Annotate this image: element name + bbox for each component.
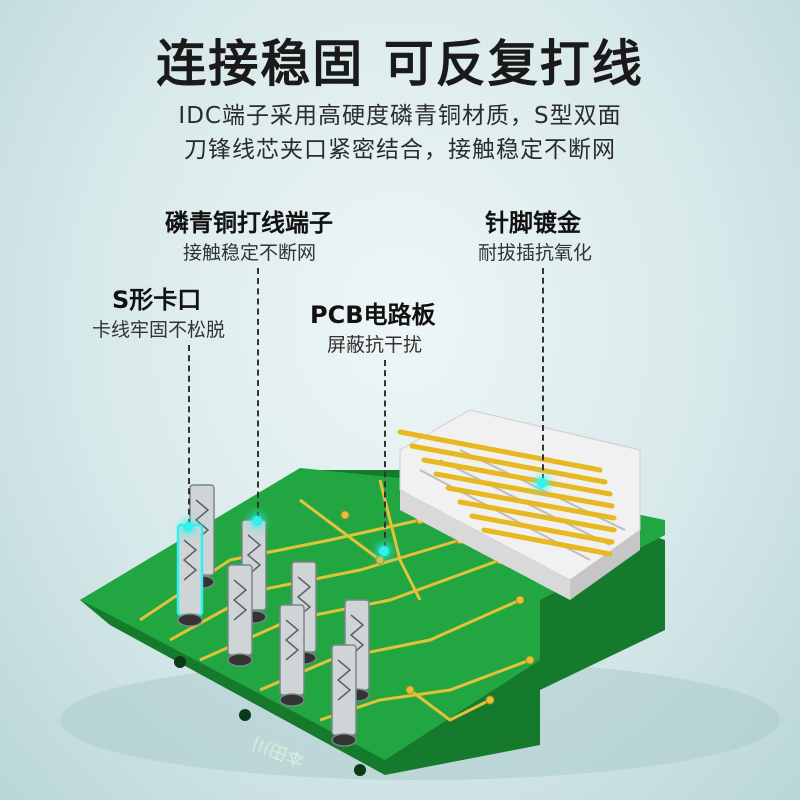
terminal-2 — [176, 523, 204, 627]
leader-s-clip — [188, 345, 190, 525]
pcb-holes — [174, 656, 366, 776]
marker-s-clip — [183, 522, 193, 532]
callout-desc-terminal: 接触稳定不断网 — [183, 242, 317, 264]
callout-title-s-clip: S形卡口 — [112, 286, 202, 314]
subline-1: IDC端子采用高硬度磷青铜材质，S型双面 — [178, 103, 622, 129]
headline: 连接稳固 可反复打线 — [156, 35, 644, 93]
callout-desc-pcb: 屏蔽抗干扰 — [327, 334, 423, 356]
terminal-8 — [331, 644, 357, 747]
callout-title-pcb: PCB电路板 — [310, 301, 436, 329]
callout-title-terminal: 磷青铜打线端子 — [165, 209, 333, 237]
terminal-4 — [227, 564, 253, 667]
callout-desc-s-clip: 卡线牢固不松脱 — [92, 319, 226, 341]
leader-terminal — [257, 268, 259, 518]
leader-gold-pins — [542, 268, 544, 480]
marker-gold-pins — [537, 478, 547, 488]
marker-pcb — [379, 546, 389, 556]
idc-terminals — [176, 484, 370, 747]
terminal-6 — [279, 604, 305, 707]
gold-pins — [397, 429, 617, 557]
callout-desc-gold-pins: 耐拔插抗氧化 — [478, 242, 593, 264]
callout-title-gold-pins: 针脚镀金 — [485, 209, 581, 237]
subline-2: 刀锋线芯夹口紧密结合，接触稳定不断网 — [184, 137, 616, 163]
marker-terminal — [252, 516, 262, 526]
leader-pcb — [384, 360, 386, 548]
